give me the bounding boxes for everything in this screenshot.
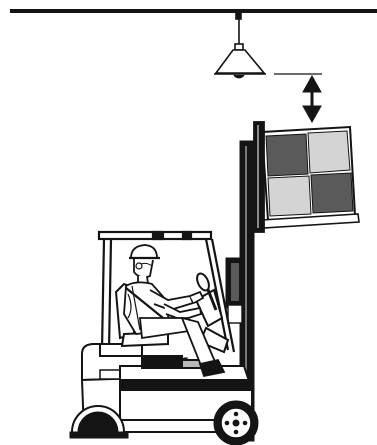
clearance-arrow-icon bbox=[274, 74, 322, 122]
ceiling-light-icon bbox=[214, 13, 266, 78]
front-wheel bbox=[214, 401, 258, 445]
pallet-load bbox=[262, 127, 359, 228]
brand-logo-clark: CLARK bbox=[144, 357, 188, 369]
ceiling-beam bbox=[10, 9, 377, 13]
fork-carriage bbox=[254, 122, 264, 232]
